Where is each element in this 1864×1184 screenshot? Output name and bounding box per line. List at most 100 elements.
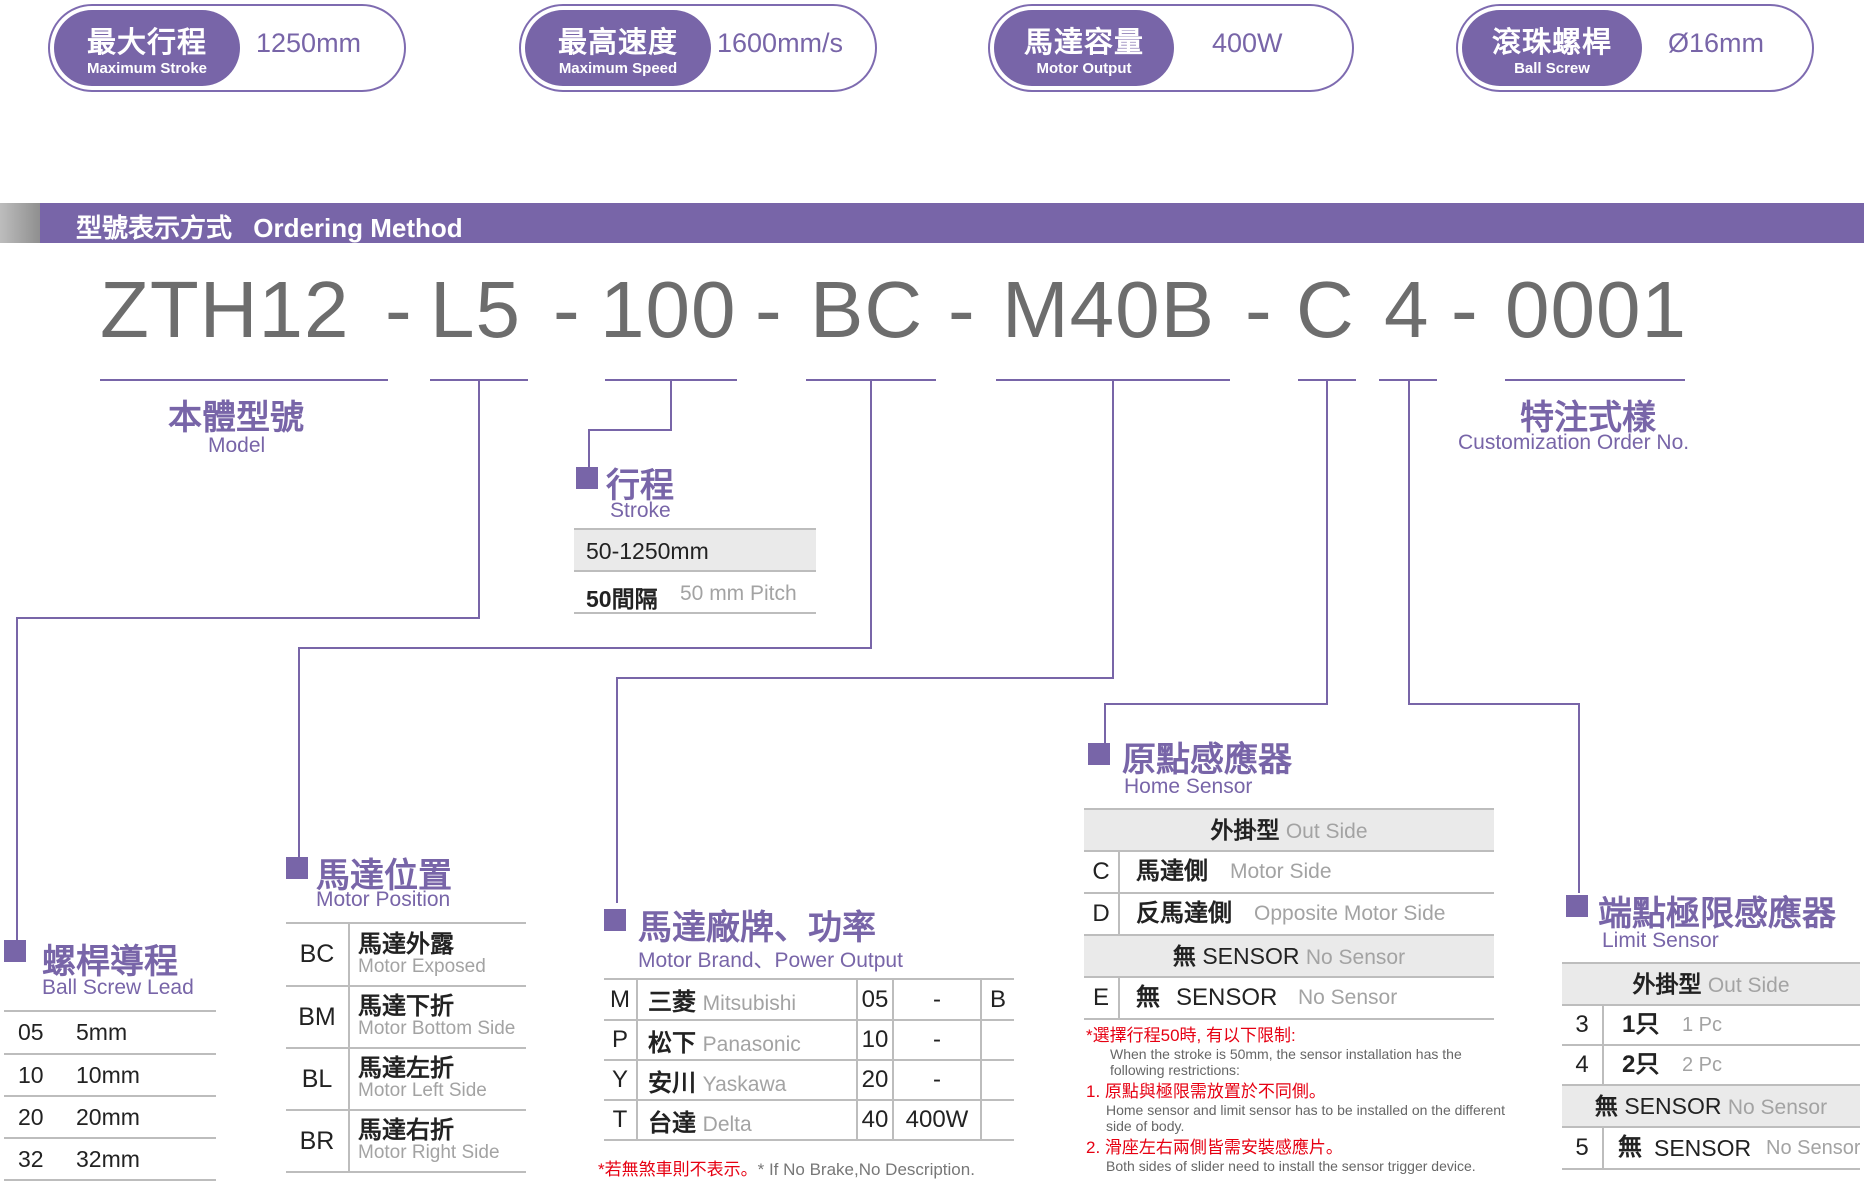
power-code: 20 — [857, 1060, 894, 1101]
home-zh: 無 — [1136, 984, 1160, 1011]
table-row: M 三菱 Mitsubishi 05 - B — [604, 980, 1014, 1021]
home-subtitle: Home Sensor — [1124, 775, 1253, 798]
spec-max-stroke: 最大行程 Maximum Stroke 1250mm — [48, 4, 406, 92]
connector — [670, 381, 672, 431]
stroke-range: 50-1250mm — [586, 538, 709, 564]
home-row-c: C 馬達側 Motor Side — [1084, 852, 1494, 894]
stroke-marker — [576, 467, 598, 489]
spec-value: 1250mm — [256, 28, 362, 58]
connector — [588, 429, 590, 467]
limit-en: 2 Pc — [1682, 1054, 1723, 1076]
connector — [298, 647, 300, 857]
code-home-sensor: C — [1296, 265, 1355, 354]
limit-code: 3 — [1562, 1006, 1604, 1044]
brand-code: P — [604, 1020, 638, 1061]
limit-code: 5 — [1562, 1128, 1604, 1168]
position-en: Motor Bottom Side — [358, 1018, 516, 1039]
home-marker — [1088, 743, 1110, 765]
brand-marker — [604, 909, 626, 931]
brand-en: Delta — [702, 1112, 752, 1136]
connector — [1104, 703, 1106, 743]
bar-accent — [0, 203, 40, 243]
stroke-pitch-row: 50間隔 50 mm Pitch — [574, 572, 816, 614]
limit-no-sensor-header: 無 SENSOR No Sensor — [1562, 1086, 1860, 1128]
brand-en: Mitsubishi — [702, 992, 797, 1015]
home-zh: 馬達側 — [1136, 858, 1208, 885]
brand-zh: 三菱 — [648, 989, 696, 1016]
underline-lead — [430, 379, 528, 381]
code-custom: 0001 — [1505, 265, 1687, 354]
position-subtitle: Motor Position — [316, 888, 451, 911]
spec-value: 1600mm/s — [717, 28, 844, 58]
spec-label: 最高速度 Maximum Speed — [525, 10, 711, 86]
divider — [4, 1010, 216, 1012]
home-title: 原點感應器 — [1122, 741, 1292, 779]
position-marker — [286, 857, 308, 879]
custom-label-en: Customization Order No. — [1458, 431, 1690, 454]
home-row-e: E 無 SENSOR No Sensor — [1084, 978, 1494, 1020]
position-code: BC — [286, 924, 350, 987]
note-en: When the stroke is 50mm, the sensor inst… — [1110, 1046, 1462, 1078]
lead-subtitle: Ball Screw Lead — [42, 976, 194, 999]
limit-outside-en: Out Side — [1707, 974, 1790, 997]
table-row: Y 安川 Yaskawa 20 - — [604, 1060, 1014, 1101]
home-en: No Sensor — [1298, 986, 1398, 1009]
home-code: E — [1084, 978, 1120, 1018]
note-en: Home sensor and limit sensor has to be i… — [1106, 1102, 1505, 1134]
stroke-pitch-zh: 50間隔 — [586, 586, 658, 612]
spec-label: 馬達容量 Motor Output — [994, 10, 1174, 86]
limit-title: 端點極限感應器 — [1598, 895, 1836, 933]
position-code: BM — [286, 986, 350, 1049]
brand-en: Panasonic — [702, 1032, 801, 1056]
brand-title: 馬達廠牌、功率 — [638, 909, 876, 947]
note-zh: 1. 原點與極限需放置於不同側。 — [1086, 1082, 1326, 1101]
connector — [16, 617, 18, 947]
brand-code: T — [604, 1100, 638, 1141]
brake-code: B — [981, 980, 1014, 1021]
power-code: 05 — [857, 980, 894, 1021]
spec-value: 400W — [1212, 28, 1283, 58]
brand-code: M — [604, 980, 638, 1021]
power-value: - — [893, 1020, 982, 1061]
brand-name: 台達 Delta — [637, 1100, 858, 1141]
limit-zh: 無 — [1618, 1134, 1642, 1161]
home-none-en: No Sensor — [1305, 946, 1406, 969]
model-label-zh: 本體型號 — [168, 399, 304, 437]
limit-marker — [1566, 895, 1588, 917]
limit-outside-header: 外掛型 Out Side — [1562, 964, 1860, 1006]
code-dash: - — [1245, 265, 1273, 354]
spec-max-speed: 最高速度 Maximum Speed 1600mm/s — [519, 4, 877, 92]
underline-custom — [1505, 379, 1685, 381]
underline-stroke — [605, 379, 737, 381]
connector — [298, 647, 872, 649]
code-motor-position: BC — [810, 265, 924, 354]
code-model: ZTH12 — [100, 265, 350, 354]
connector — [1408, 703, 1580, 705]
position-zh: 馬達外露 — [358, 930, 454, 958]
home-en: Motor Side — [1230, 860, 1332, 883]
connector — [870, 381, 872, 649]
home-en: Opposite Motor Side — [1254, 902, 1446, 925]
code-dash: - — [553, 265, 581, 354]
code-motor-brand: M40B — [1002, 265, 1215, 354]
position-en: Motor Right Side — [358, 1142, 500, 1163]
connector — [616, 677, 618, 903]
limit-row-4: 4 2只 2 Pc — [1562, 1046, 1860, 1086]
section-title: 型號表示方式 Ordering Method — [76, 208, 463, 245]
section-title-en: Ordering Method — [253, 213, 463, 243]
divider — [286, 922, 526, 924]
spec-label: 最大行程 Maximum Stroke — [54, 10, 240, 86]
model-label-en: Model — [208, 434, 266, 457]
limit-en: No Sensor — [1766, 1137, 1860, 1159]
underline-brand — [996, 379, 1230, 381]
spec-motor-output: 馬達容量 Motor Output 400W — [988, 4, 1354, 92]
